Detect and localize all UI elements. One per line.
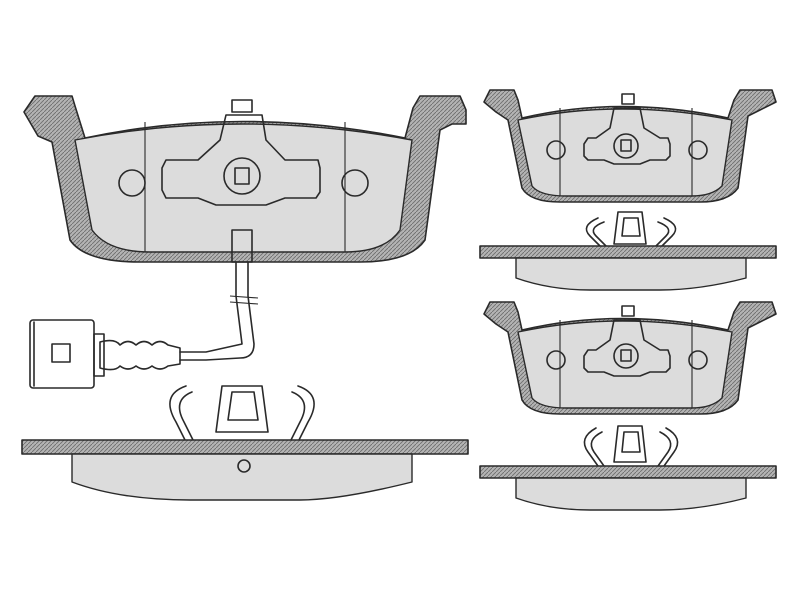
small-pad-top-left-notch — [546, 140, 566, 160]
wear-sensor-cable — [179, 261, 259, 361]
large-pad-top-tab — [231, 99, 253, 113]
small-pad-bottom-friction-material — [517, 320, 733, 409]
large-pad-center-square — [234, 167, 250, 185]
small-pad-top-spring-clip — [585, 211, 677, 247]
small-pad-bottom-side-material — [515, 477, 747, 511]
small-pad-bottom-side-backing — [479, 465, 777, 479]
small-pad-bottom-spring-clip — [583, 425, 679, 467]
small-brake-pad-bottom — [483, 301, 777, 415]
large-pad-left-notch — [118, 169, 146, 197]
large-pad-side-material — [71, 453, 413, 501]
large-pad-center-clip — [161, 114, 321, 206]
small-pad-bottom-center-clip — [583, 319, 671, 377]
large-pad-side-backing — [21, 439, 469, 455]
large-pad-sensor-stub — [231, 229, 253, 263]
large-pad-right-notch — [341, 169, 369, 197]
small-pad-bottom-center-hole — [613, 343, 639, 369]
large-pad-spring-clip — [169, 385, 315, 443]
small-pad-top-center-square — [620, 139, 632, 152]
small-pad-top-center-clip — [583, 107, 671, 165]
small-pad-top-side-material — [515, 257, 747, 291]
small-pad-top-side-backing — [479, 245, 777, 259]
small-pad-bottom-right-notch — [688, 350, 708, 370]
small-pad-bottom-center-square — [620, 349, 632, 362]
small-pad-top-tab — [621, 93, 635, 105]
small-pad-top-side-view — [479, 245, 777, 291]
large-pad-center-hole — [223, 157, 261, 195]
small-pad-top-right-notch — [688, 140, 708, 160]
small-pad-bottom-side-view — [479, 465, 777, 511]
small-pad-bottom-left-notch — [546, 350, 566, 370]
large-pad-friction-material — [74, 123, 413, 253]
small-pad-bottom-tab — [621, 305, 635, 317]
small-brake-pad-top — [483, 89, 777, 203]
large-pad-side-view — [21, 439, 469, 501]
large-brake-pad-with-wear-sensor — [23, 95, 467, 263]
small-pad-top-center-hole — [613, 133, 639, 159]
small-pad-top-friction-material — [517, 108, 733, 197]
wear-sensor-connector — [29, 319, 181, 389]
